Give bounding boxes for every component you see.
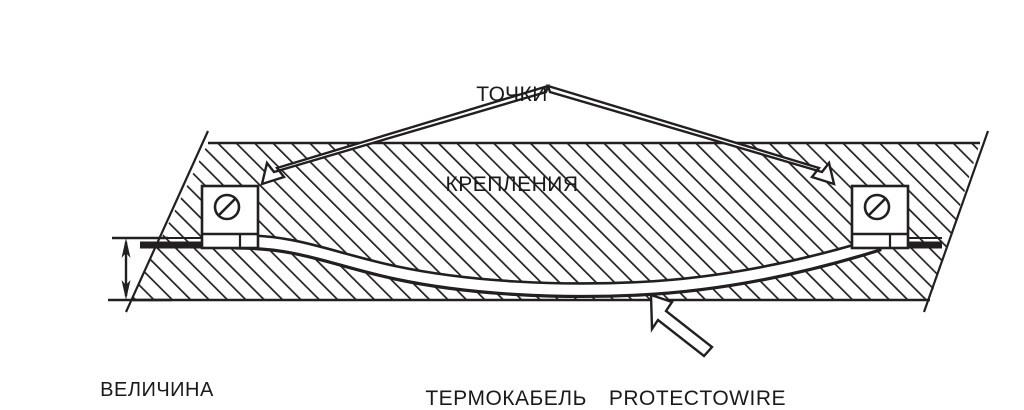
surface-band-left-edge bbox=[124, 130, 210, 313]
dimension-arrowhead-down bbox=[121, 280, 131, 300]
label-thermal-cable: ТЕРМОКАБЕЛЬ PROTECTOWIRE bbox=[400, 360, 786, 410]
label-thermal-cable-ru: ТЕРМОКАБЕЛЬ bbox=[425, 387, 587, 410]
leader-arrow-left bbox=[260, 84, 550, 186]
leader-arrow-right-shape bbox=[546, 84, 836, 186]
label-sag-amount-line1: ВЕЛИЧИНА bbox=[100, 379, 214, 401]
clamp-left-screw-slot bbox=[218, 198, 236, 216]
label-thermal-cable-brand: PROTECTOWIRE bbox=[608, 387, 786, 410]
mounting-clamp-left bbox=[200, 184, 260, 250]
thermal-cable bbox=[140, 233, 942, 299]
leader-arrow-cable-shape bbox=[649, 293, 714, 358]
cable-sag-core bbox=[229, 234, 887, 296]
dimension-arrowhead-up bbox=[121, 238, 131, 258]
sag-dimension bbox=[108, 236, 172, 302]
leader-arrow-left-shape bbox=[260, 84, 550, 186]
clamp-right-screw-slot bbox=[868, 198, 886, 216]
cable-sag-outline-bottom bbox=[234, 246, 882, 299]
leader-arrow-cable bbox=[649, 293, 714, 358]
mounting-clamp-right bbox=[850, 184, 910, 250]
leader-arrow-right bbox=[546, 84, 836, 186]
label-sag-amount: ВЕЛИЧИНА ПРОГИБА bbox=[62, 318, 252, 410]
surface-band-right-edge bbox=[922, 130, 990, 313]
label-attachment-points-line2: КРЕПЛЕНИЯ bbox=[445, 173, 579, 196]
label-attachment-points-line1: ТОЧКИ bbox=[476, 83, 548, 106]
label-attachment-points: ТОЧКИ КРЕПЛЕНИЯ bbox=[0, 20, 1024, 260]
cable-sag-outline-top bbox=[234, 233, 882, 285]
